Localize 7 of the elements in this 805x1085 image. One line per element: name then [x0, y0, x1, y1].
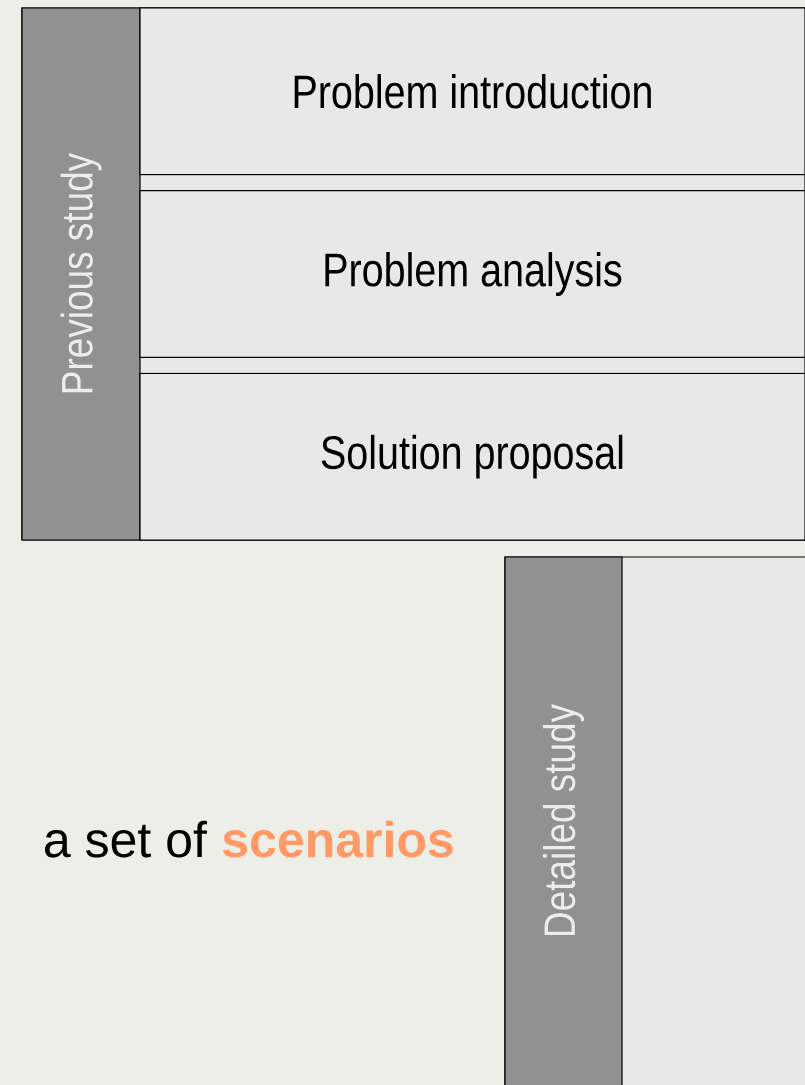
- step-box: Solution proposal: [139, 372, 805, 541]
- step-box: Problem introduction: [139, 7, 805, 176]
- node-label: Problem analysis: [325, 252, 622, 296]
- step-box: Problem analysis: [139, 190, 805, 358]
- stage-panel: Detailed study: [504, 556, 805, 1085]
- text-line: scenarios: [223, 820, 453, 858]
- text-line: a set of: [45, 820, 207, 858]
